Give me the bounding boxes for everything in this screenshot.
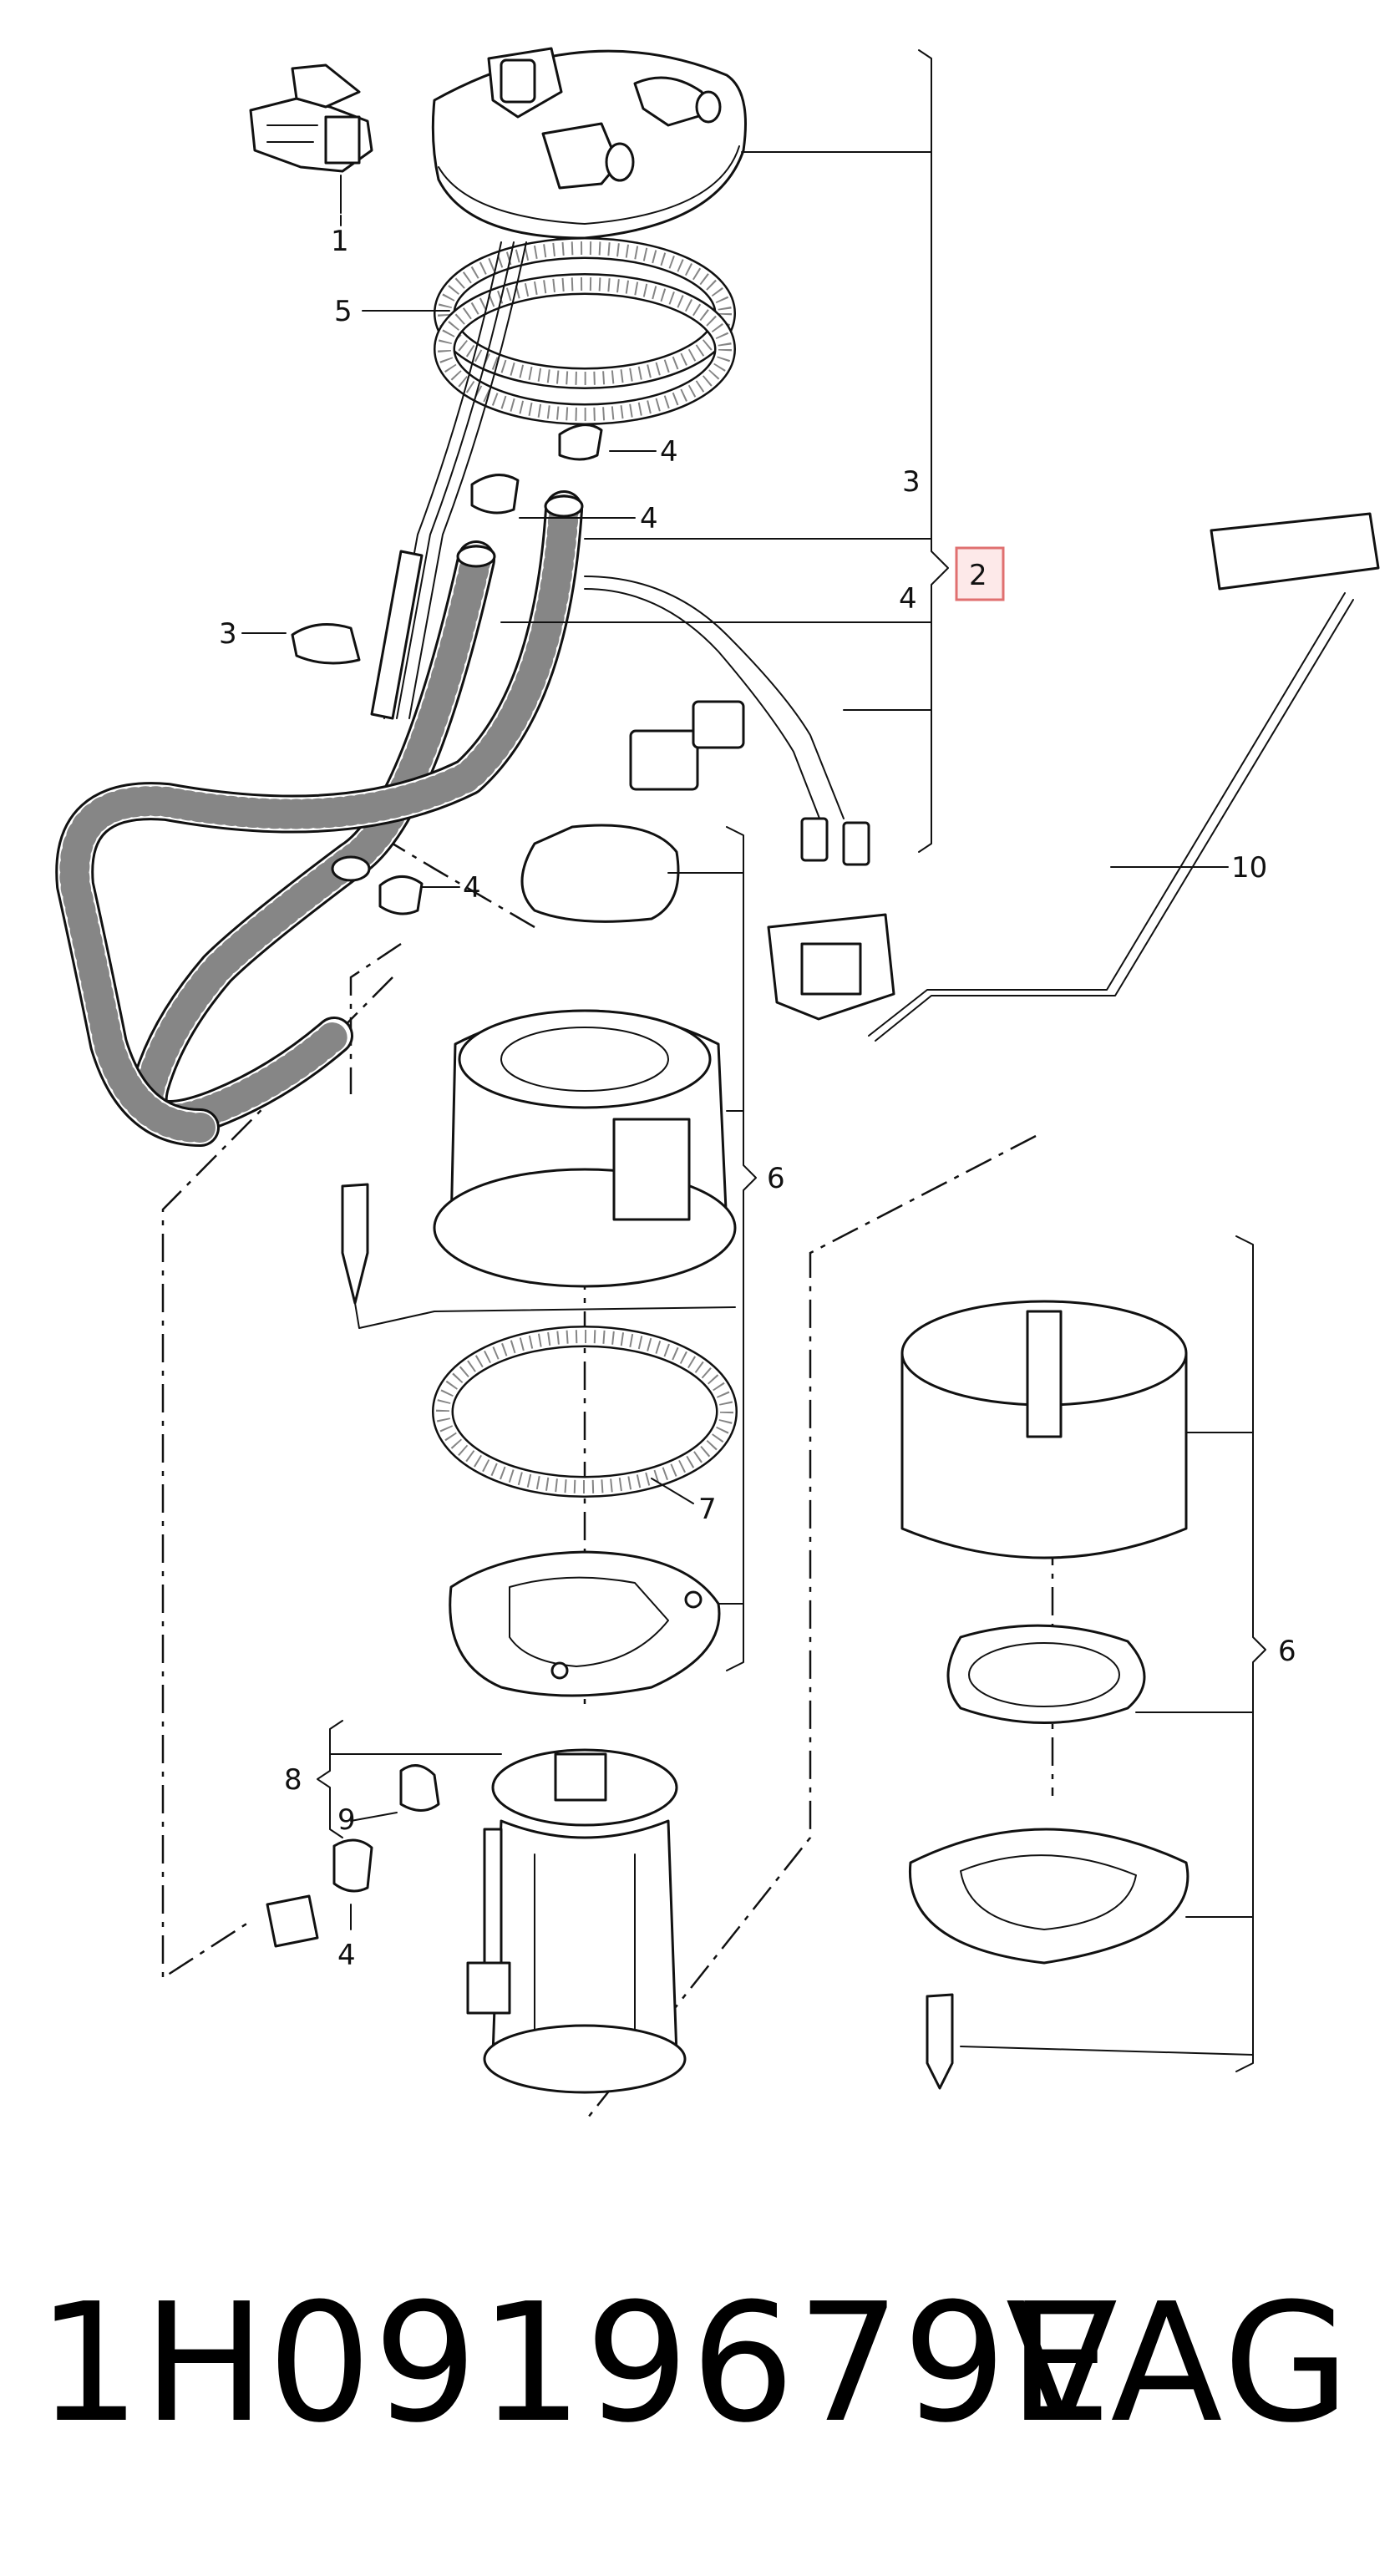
hose-clamps-part-4	[266, 423, 603, 1948]
leader-lines	[241, 49, 1266, 2072]
callout-3-left: 3	[219, 617, 237, 651]
callout-6-right: 6	[1278, 1635, 1296, 1668]
part-number: 1H0919679E	[37, 2269, 1113, 2459]
callout-4-a: 4	[660, 435, 678, 469]
callout-4-e: 4	[337, 1939, 356, 1972]
footer: 1H0919679E VAG	[0, 2255, 1400, 2506]
callout-2: 2	[969, 559, 987, 592]
callout-10: 10	[1231, 851, 1267, 885]
reservoir-housing-left-part-6	[341, 824, 737, 1329]
callout-4-b: 4	[640, 502, 658, 535]
callout-labels: 1 5 4 3 4 2 4 3 4 10 6 7 6 8 9 4	[219, 225, 1296, 1972]
wire-harness	[370, 241, 870, 866]
callout-1: 1	[331, 225, 349, 258]
callout-8: 8	[284, 1763, 302, 1797]
callout-3-upper: 3	[902, 465, 921, 499]
fuel-pump-exploded-diagram: 1 5 4 3 4 2 4 3 4 10 6 7 6 8 9 4	[55, 47, 1380, 2122]
flange-cover	[431, 47, 747, 240]
o-ring-part-7	[432, 1326, 738, 1498]
reservoir-housing-right-part-6	[900, 1300, 1189, 2090]
brand-label: VAG	[1005, 2269, 1353, 2459]
seal-ring-part-5	[434, 237, 736, 425]
callout-5: 5	[334, 295, 353, 328]
fuel-level-sender-part-10	[767, 512, 1380, 1042]
fuel-hoses-part-3	[55, 490, 584, 1147]
callout-7: 7	[698, 1493, 717, 1526]
callout-4-c: 4	[899, 582, 917, 616]
callout-6-left: 6	[767, 1162, 785, 1195]
base-plate	[449, 1550, 721, 1697]
callout-4-d: 4	[463, 871, 481, 905]
electrical-connector-part-1	[249, 63, 373, 214]
callout-9: 9	[337, 1803, 356, 1837]
callout-2-highlight	[955, 546, 1005, 601]
fuel-pump-part-8	[399, 1748, 687, 2094]
retaining-clip-part-3	[291, 623, 361, 665]
